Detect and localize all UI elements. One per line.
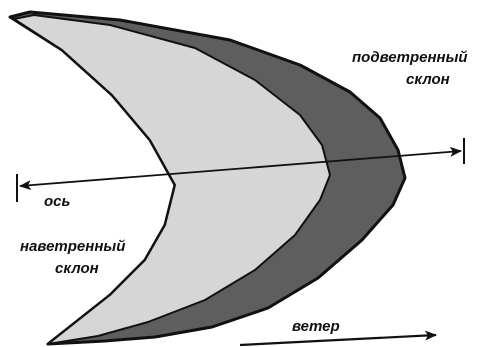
wind-arrow [239,330,437,347]
axis-arrow [19,146,462,191]
axis-label: ось [44,193,71,210]
leeward-slope-label-line1: подветренный [352,49,468,66]
wind-label: ветер [292,318,340,335]
windward-slope-label-line1: наветренный [20,238,125,255]
leeward-slope-label-line2: склон [406,71,450,88]
windward-slope-label-line2: склон [55,260,99,277]
